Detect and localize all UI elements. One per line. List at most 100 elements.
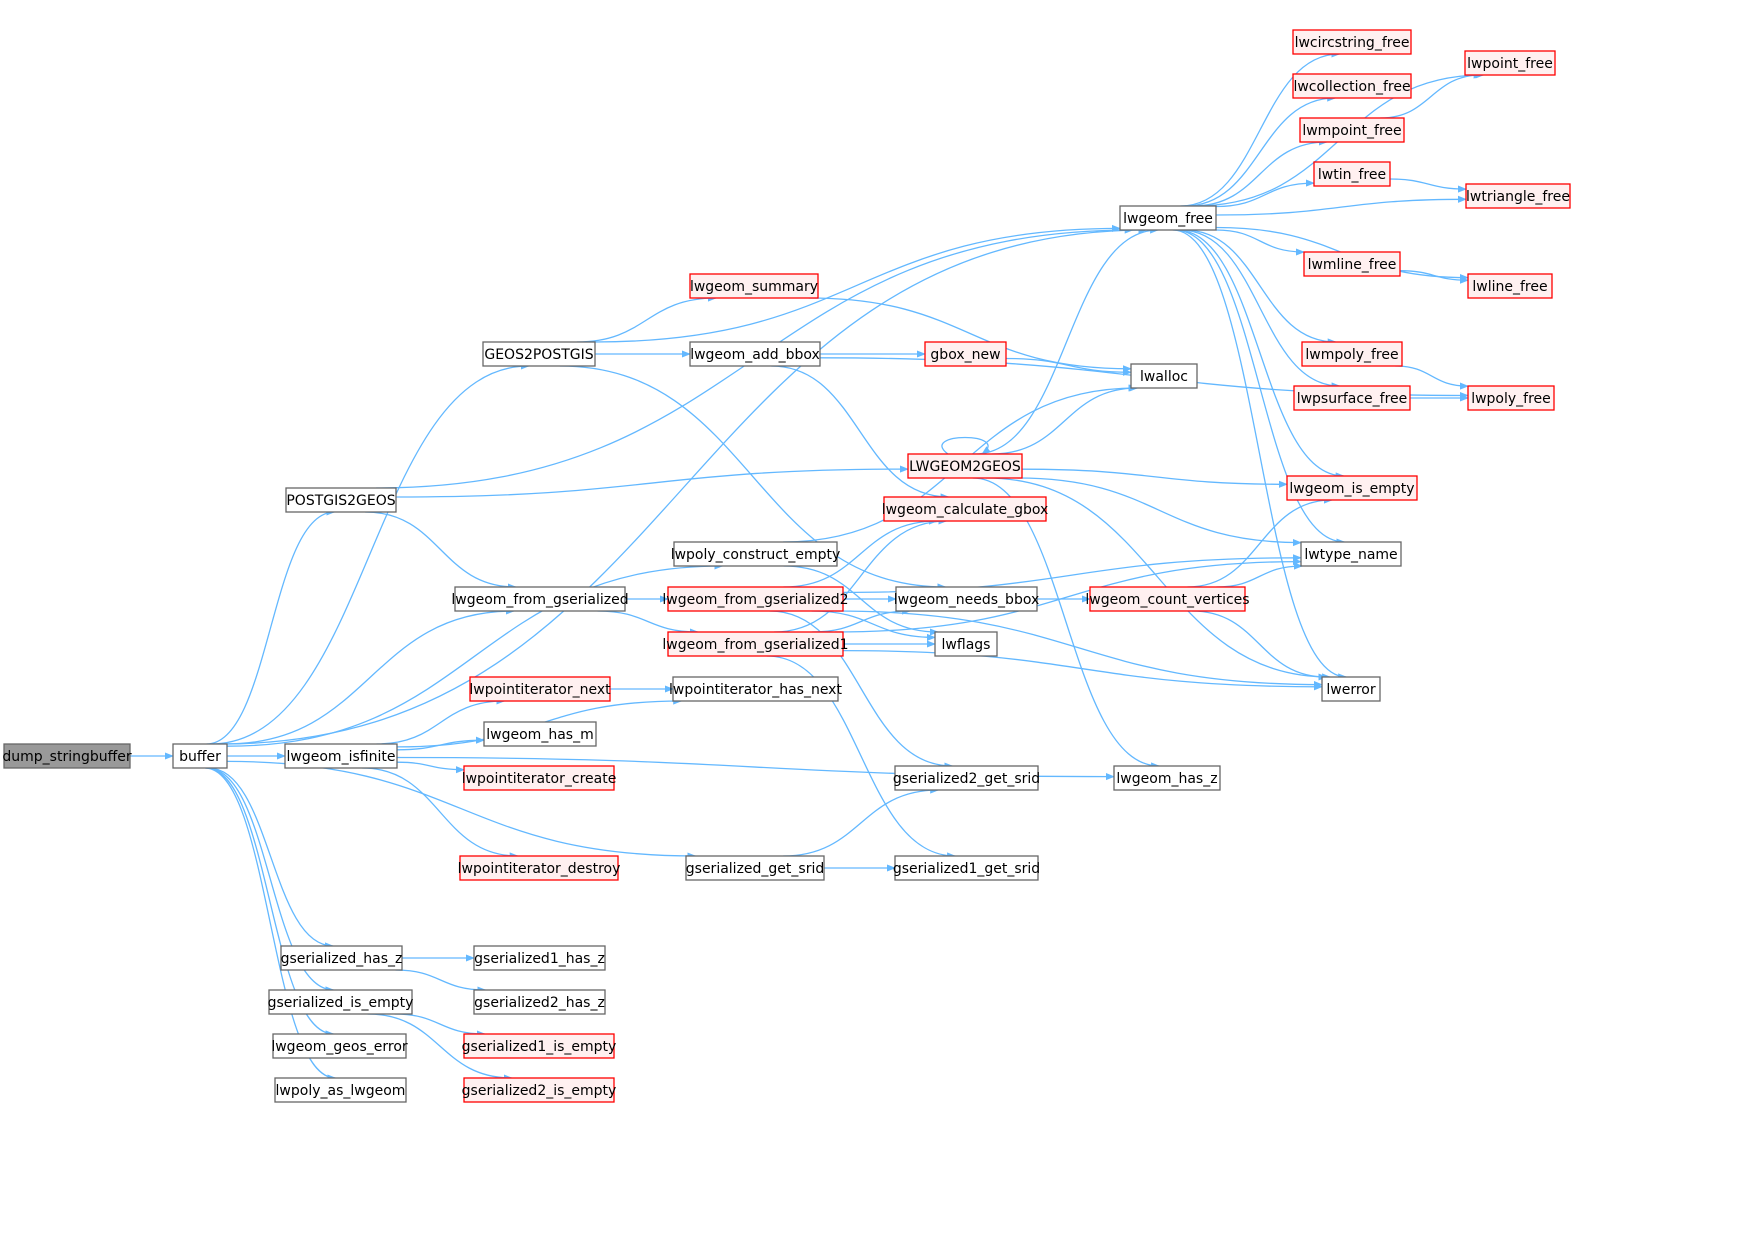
node-lwpsurface_free[interactable]: lwpsurface_free [1293, 385, 1411, 411]
node-lwcircstring_free[interactable]: lwcircstring_free [1292, 29, 1412, 55]
edge-buffer-to-lwgeom_geos_error [205, 767, 335, 1038]
node-box-lwgeom_from_gserialized2 [667, 586, 844, 612]
node-lwgeom_needs_bbox[interactable]: lwgeom_needs_bbox [894, 586, 1040, 612]
edge-lwgeom_free-to-lwmpoint_free [1193, 138, 1328, 207]
node-lwgeom_isfinite[interactable]: lwgeom_isfinite [284, 743, 398, 769]
edge-lwgeom_free-to-lwerror [1172, 229, 1348, 681]
node-lwgeom_from_gserialized1[interactable]: lwgeom_from_gserialized1 [662, 631, 849, 657]
node-box-gserialized_has_z [280, 945, 403, 971]
node-lwgeom_has_m[interactable]: lwgeom_has_m [483, 721, 597, 747]
node-lwflags[interactable]: lwflags [934, 631, 998, 657]
node-lwpoint_free[interactable]: lwpoint_free [1464, 50, 1556, 76]
node-box-lwtriangle_free [1465, 183, 1571, 209]
node-gbox_new[interactable]: gbox_new [924, 341, 1007, 367]
node-lwline_free[interactable]: lwline_free [1467, 273, 1553, 299]
node-gserialized_get_srid[interactable]: gserialized_get_srid [685, 855, 825, 881]
edge-lwgeom_count_vertices-to-lwerror [1191, 610, 1328, 681]
edge-buffer-to-gserialized_is_empty [206, 767, 335, 994]
node-label-lwgeom_count_vertices: lwgeom_count_vertices [1085, 592, 1249, 608]
node-lwgeom_geos_error[interactable]: lwgeom_geos_error [271, 1033, 408, 1059]
node-lwpointiterator_destroy[interactable]: lwpointiterator_destroy [458, 855, 621, 881]
node-label-lwgeom_from_gserialized1: lwgeom_from_gserialized1 [662, 637, 848, 653]
node-gserialized2_get_srid[interactable]: gserialized2_get_srid [893, 765, 1040, 791]
node-label-lwmpoint_free: lwmpoint_free [1302, 123, 1401, 139]
node-box-lwpoly_construct_empty [673, 541, 838, 567]
node-label-gserialized_is_empty: gserialized_is_empty [268, 995, 414, 1011]
node-gserialized1_get_srid[interactable]: gserialized1_get_srid [893, 855, 1040, 881]
edge-gserialized_is_empty-to-gserialized1_is_empty [394, 1013, 486, 1038]
node-GEOS2POSTGIS[interactable]: GEOS2POSTGIS [482, 341, 596, 367]
node-label-gserialized2_get_srid: gserialized2_get_srid [893, 771, 1040, 787]
node-lwcollection_free[interactable]: lwcollection_free [1292, 73, 1412, 99]
node-lwpoly_construct_empty[interactable]: lwpoly_construct_empty [671, 541, 841, 567]
node-lwgeom_count_vertices[interactable]: lwgeom_count_vertices [1085, 586, 1250, 612]
edge-lwgeom_isfinite-to-lwpointiterator_next [376, 697, 506, 745]
node-box-GEOS2POSTGIS [482, 341, 596, 367]
node-label-lwcircstring_free: lwcircstring_free [1295, 35, 1410, 51]
node-lwpointiterator_next[interactable]: lwpointiterator_next [469, 676, 611, 702]
node-lwgeom_calculate_gbox[interactable]: lwgeom_calculate_gbox [882, 496, 1049, 522]
edge-lwgeom_free-to-lwgeom_is_empty [1176, 229, 1345, 480]
edge-lwmline_free-to-lwline_free [1399, 270, 1469, 284]
node-lwgeom_has_z[interactable]: lwgeom_has_z [1113, 765, 1221, 791]
node-POSTGIS2GEOS[interactable]: POSTGIS2GEOS [285, 487, 397, 513]
node-lwmline_free[interactable]: lwmline_free [1303, 251, 1401, 277]
node-gserialized_is_empty[interactable]: gserialized_is_empty [268, 989, 414, 1015]
node-gserialized2_has_z[interactable]: gserialized2_has_z [473, 989, 606, 1015]
node-lwalloc[interactable]: lwalloc [1130, 363, 1198, 389]
node-lwmpoint_free[interactable]: lwmpoint_free [1299, 117, 1405, 143]
node-box-lwalloc [1130, 363, 1198, 389]
node-lwgeom_from_gserialized[interactable]: lwgeom_from_gserialized [451, 586, 629, 612]
edge-gserialized_is_empty-to-gserialized2_is_empty [367, 1013, 513, 1082]
node-lwtriangle_free[interactable]: lwtriangle_free [1465, 183, 1571, 209]
node-box-lwpoint_free [1464, 50, 1556, 76]
node-label-lwgeom_summary: lwgeom_summary [690, 279, 818, 295]
node-gserialized1_has_z[interactable]: gserialized1_has_z [473, 945, 606, 971]
node-box-gserialized_is_empty [268, 989, 413, 1015]
edge-gbox_new-to-lwalloc [1005, 357, 1132, 376]
edge-gserialized_get_srid-to-gserialized2_get_srid [783, 786, 940, 857]
node-label-lwflags: lwflags [942, 637, 991, 653]
edge-POSTGIS2GEOS-to-LWGEOM2GEOS [395, 465, 909, 498]
edge-lwgeom_from_gserialized1-to-lwgeom_calculate_gbox [774, 517, 948, 633]
edge-GEOS2POSTGIS-to-lwgeom_needs_bbox [559, 365, 947, 591]
edge-lwgeom_isfinite-to-lwpointiterator_create [396, 761, 465, 774]
node-lwgeom_from_gserialized2[interactable]: lwgeom_from_gserialized2 [662, 586, 849, 612]
node-label-lwgeom_from_gserialized: lwgeom_from_gserialized [451, 592, 628, 608]
node-label-POSTGIS2GEOS: POSTGIS2GEOS [286, 493, 395, 509]
node-lwerror[interactable]: lwerror [1321, 676, 1381, 702]
node-box-lwcircstring_free [1292, 29, 1412, 55]
node-lwpointiterator_create[interactable]: lwpointiterator_create [462, 765, 617, 791]
node-gserialized_has_z[interactable]: gserialized_has_z [280, 945, 403, 971]
node-gserialized1_is_empty[interactable]: gserialized1_is_empty [462, 1033, 617, 1059]
node-box-lwgeom_summary [689, 273, 819, 299]
node-box-lwerror [1321, 676, 1381, 702]
node-buffer[interactable]: buffer [172, 743, 228, 769]
node-lwgeom_is_empty[interactable]: lwgeom_is_empty [1286, 475, 1418, 501]
edge-buffer-to-POSTGIS2GEOS [206, 508, 336, 745]
node-lwtype_name[interactable]: lwtype_name [1300, 541, 1402, 567]
nodes: dump_stringbuffer buffer POSTGIS2GEOS GEOS2… [2, 29, 1571, 1103]
node-box-lwline_free [1467, 273, 1553, 299]
node-lwgeom_summary[interactable]: lwgeom_summary [689, 273, 819, 299]
node-label-lwgeom_free: lwgeom_free [1123, 211, 1213, 227]
node-label-lwerror: lwerror [1326, 682, 1375, 698]
node-box-lwflags [934, 631, 998, 657]
node-lwpoly_free[interactable]: lwpoly_free [1467, 385, 1555, 411]
node-lwgeom_add_bbox[interactable]: lwgeom_add_bbox [689, 341, 821, 367]
node-dump_stringbuffer[interactable]: dump_stringbuffer [2, 743, 132, 769]
node-lwtin_free[interactable]: lwtin_free [1313, 161, 1391, 187]
edge-lwgeom_free-to-lwtin_free [1215, 179, 1315, 208]
node-LWGEOM2GEOS[interactable]: LWGEOM2GEOS [907, 453, 1023, 479]
node-lwmpoly_free[interactable]: lwmpoly_free [1301, 341, 1403, 367]
node-gserialized2_is_empty[interactable]: gserialized2_is_empty [462, 1077, 617, 1103]
node-box-lwgeom_calculate_gbox [883, 496, 1047, 522]
node-lwgeom_free[interactable]: lwgeom_free [1119, 205, 1217, 231]
edge-GEOS2POSTGIS-to-lwgeom_summary [576, 294, 717, 343]
edge-lwgeom_from_gserialized1-to-lwtype_name [834, 558, 1302, 633]
node-label-lwpointiterator_has_next: lwpointiterator_has_next [669, 682, 842, 698]
node-lwpointiterator_has_next[interactable]: lwpointiterator_has_next [669, 676, 842, 702]
node-box-lwpointiterator_create [463, 765, 615, 791]
node-lwpoly_as_lwgeom[interactable]: lwpoly_as_lwgeom [274, 1077, 407, 1103]
